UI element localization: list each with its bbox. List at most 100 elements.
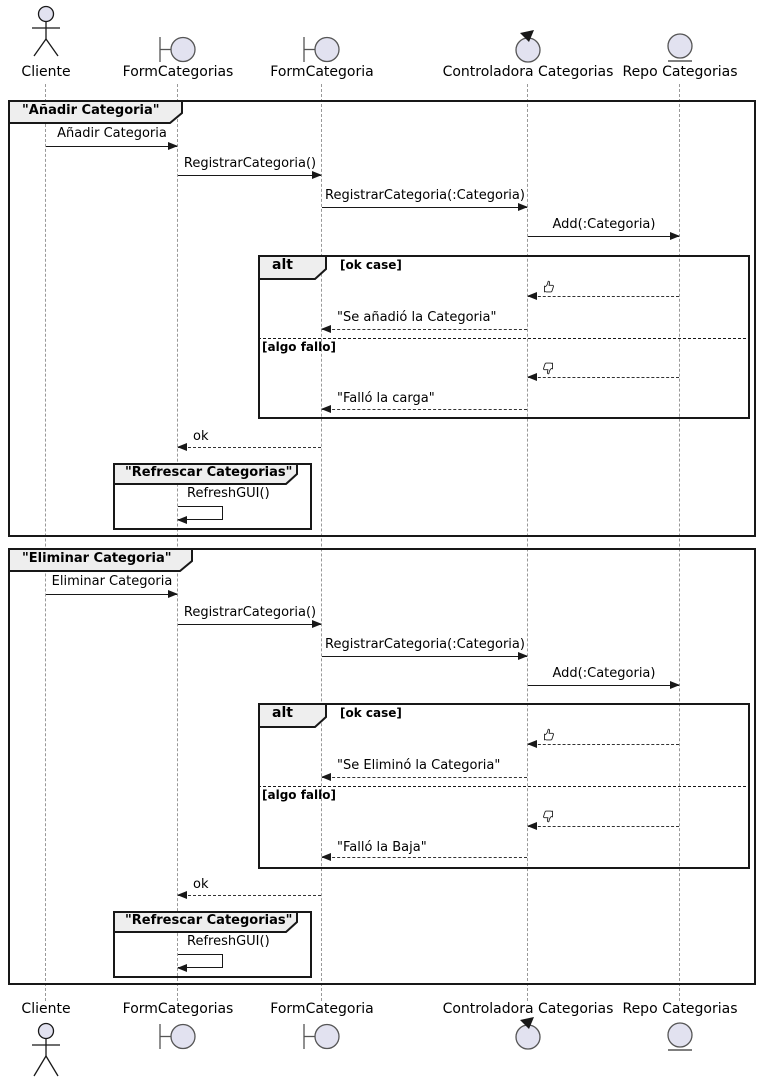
return-arrow	[321, 853, 527, 861]
participant-label-formcategoria: FormCategoria	[270, 1001, 374, 1017]
participant-label-formcategorias: FormCategorias	[122, 1001, 234, 1017]
guard-label: [algo fallo]	[262, 788, 336, 802]
message-arrow	[178, 620, 322, 628]
arrowhead-right	[312, 620, 322, 628]
fragment-eliminar-categoria	[8, 548, 756, 985]
message-label: RegistrarCategoria()	[183, 605, 317, 620]
participant-label-repo: Repo Categorias	[622, 1001, 738, 1017]
message-label: Eliminar Categoria	[51, 574, 173, 589]
return-arrow	[321, 773, 527, 781]
thumbs-down-icon	[543, 362, 553, 375]
message-label: RefreshGUI()	[187, 486, 270, 501]
boundary-icon	[159, 1023, 196, 1050]
alt-divider	[258, 786, 746, 787]
participant-label-formcategoria: FormCategoria	[270, 64, 374, 80]
arrowhead-left	[321, 325, 331, 333]
guard-label: [algo fallo]	[262, 340, 336, 354]
fragment-title: "Refrescar Categorias"	[125, 913, 293, 928]
entity-icon	[667, 1022, 693, 1051]
return-arrow	[321, 325, 527, 333]
boundary-icon	[159, 36, 196, 63]
return-arrow	[527, 292, 679, 300]
fragment-title: "Refrescar Categorias"	[125, 465, 293, 480]
entity-icon	[667, 33, 693, 62]
lifeline-controladora	[527, 84, 528, 1001]
lifeline-formcategorias	[177, 84, 178, 1001]
thumbs-up-icon	[544, 728, 554, 741]
return-arrow	[177, 891, 321, 899]
fragment-title-pentagon	[8, 100, 183, 124]
lifeline-cliente	[45, 84, 46, 1001]
alt-operator-label: alt	[272, 705, 293, 721]
actor-icon	[32, 5, 60, 57]
return-arrow	[527, 822, 679, 830]
fragment-title-pentagon	[8, 548, 193, 572]
participant-label-cliente: Cliente	[21, 64, 71, 80]
fragment-anadir-categoria	[8, 100, 756, 537]
message-arrow	[322, 652, 528, 660]
message-arrow	[46, 142, 178, 150]
control-icon	[515, 1017, 541, 1050]
return-label: "Se Eliminó la Categoria"	[337, 758, 501, 773]
return-label: "Se añadió la Categoria"	[337, 310, 497, 325]
arrowhead-left	[177, 964, 187, 972]
arrowhead-left	[321, 405, 331, 413]
control-icon	[515, 30, 541, 63]
message-arrow	[528, 681, 680, 689]
return-arrow	[177, 443, 321, 451]
message-label: RefreshGUI()	[187, 934, 270, 949]
arrowhead-left	[177, 443, 187, 451]
message-label: Add(:Categoria)	[552, 666, 656, 681]
arrowhead-left	[527, 373, 537, 381]
message-label: RegistrarCategoria(:Categoria)	[325, 637, 525, 652]
thumbs-down-icon	[543, 810, 553, 823]
participant-label-repo: Repo Categorias	[622, 64, 738, 80]
actor-icon	[32, 1022, 60, 1077]
return-label: ok	[193, 429, 209, 444]
message-label: Añadir Categoria	[57, 126, 167, 141]
participant-label-formcategorias: FormCategorias	[122, 64, 234, 80]
boundary-icon	[303, 1023, 340, 1050]
return-label: ok	[193, 877, 209, 892]
return-arrow	[527, 740, 679, 748]
message-label: RegistrarCategoria(:Categoria)	[325, 188, 525, 203]
boundary-icon	[303, 36, 340, 63]
fragment-title-pentagon	[113, 463, 298, 485]
arrowhead-left	[527, 740, 537, 748]
arrowhead-right	[168, 590, 178, 598]
arrowhead-right	[670, 681, 680, 689]
return-label: "Falló la carga"	[337, 391, 435, 406]
arrowhead-left	[527, 822, 537, 830]
alt-operator-label: alt	[272, 257, 293, 273]
message-arrow	[46, 590, 178, 598]
guard-label: [ok case]	[340, 706, 402, 720]
arrowhead-right	[312, 171, 322, 179]
lifeline-repo	[679, 84, 680, 1001]
fragment-title: "Añadir Categoria"	[22, 103, 160, 118]
arrowhead-left	[177, 516, 187, 524]
alt-divider	[258, 338, 746, 339]
fragment-title-pentagon	[113, 911, 298, 933]
arrowhead-left	[321, 773, 331, 781]
arrowhead-left	[321, 853, 331, 861]
arrowhead-right	[670, 232, 680, 240]
participant-label-controladora: Controladora Categorias	[442, 64, 614, 80]
return-arrow	[527, 373, 679, 381]
message-arrow	[528, 232, 680, 240]
lifeline-formcategoria	[321, 84, 322, 1001]
participant-label-cliente: Cliente	[21, 1001, 71, 1017]
arrowhead-left	[177, 891, 187, 899]
return-arrow	[321, 405, 527, 413]
thumbs-up-icon	[544, 280, 554, 293]
arrowhead-right	[168, 142, 178, 150]
arrowhead-right	[518, 652, 528, 660]
message-label: Add(:Categoria)	[552, 217, 656, 232]
participant-label-controladora: Controladora Categorias	[442, 1001, 614, 1017]
alt-pentagon	[258, 255, 327, 280]
alt-fragment	[258, 255, 750, 419]
message-arrow	[178, 171, 322, 179]
arrowhead-right	[518, 203, 528, 211]
message-label: RegistrarCategoria()	[183, 156, 317, 171]
arrowhead-left	[527, 292, 537, 300]
